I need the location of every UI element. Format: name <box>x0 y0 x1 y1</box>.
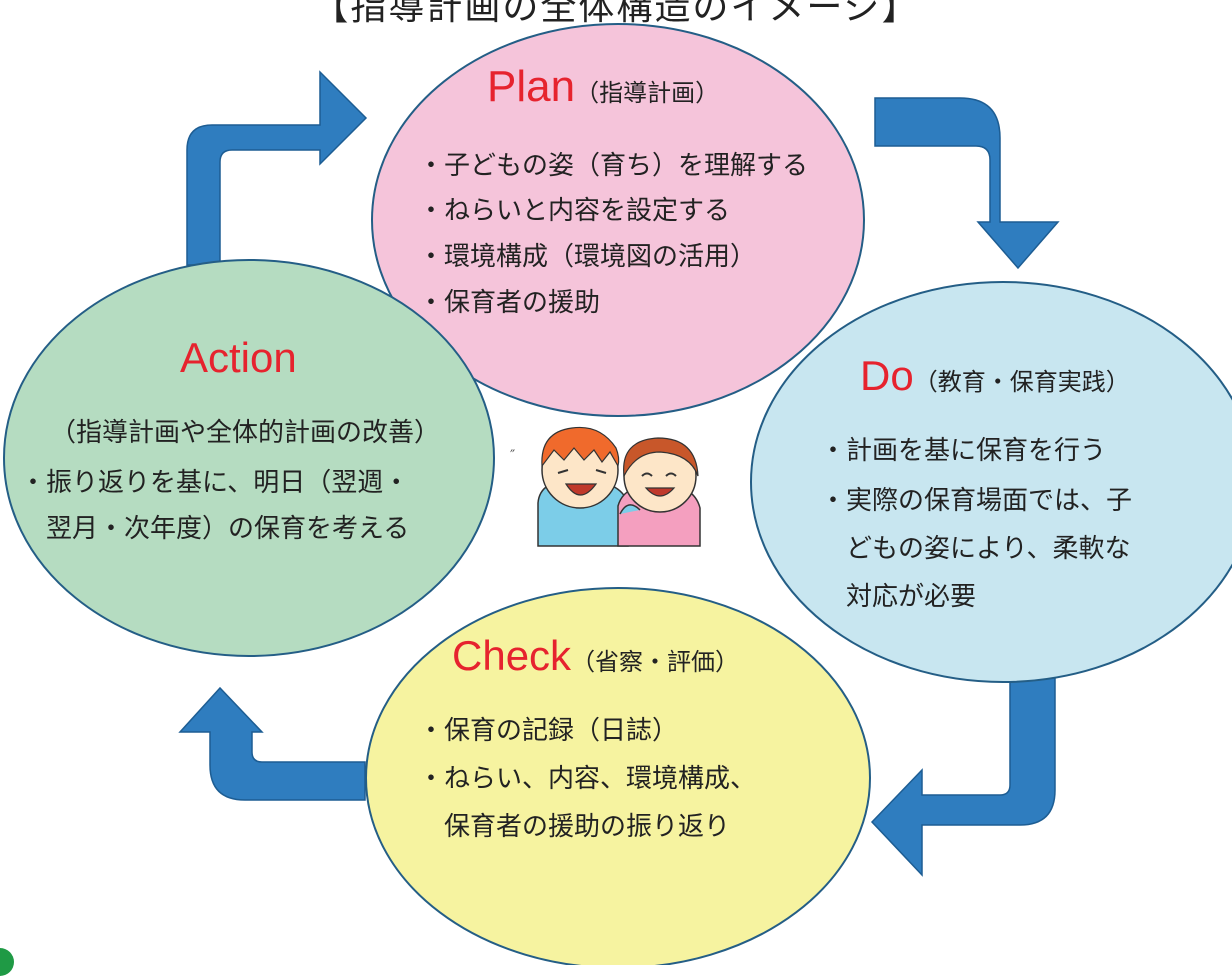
arrow-plan-to-do <box>874 97 1060 270</box>
do-item: 対応が必要 <box>820 582 977 612</box>
action-title: Action <box>180 334 297 382</box>
do-item: ・実際の保育場面では、子 <box>820 486 1133 516</box>
plan-item: ・環境構成（環境図の活用） <box>418 242 757 272</box>
plan-heading: Plan <box>487 62 576 111</box>
plan-ellipse <box>371 23 865 417</box>
check-item: ・保育の記録（日誌） <box>418 716 679 746</box>
plan-item: ・ねらいと内容を設定する <box>418 196 731 226</box>
plan-item: ・子どもの姿（育ち）を理解する <box>418 151 809 181</box>
page-title: 【指導計画の全体構造のイメージ】 <box>312 0 920 28</box>
do-title: Do（教育・保育実践） <box>860 352 1130 400</box>
do-ellipse <box>750 281 1232 683</box>
arrows <box>178 70 1060 877</box>
arrow-do-to-check <box>870 654 1056 877</box>
plan-title: Plan（指導計画） <box>487 62 719 112</box>
check-subheading: （省察・評価） <box>571 648 740 676</box>
children-illustration: ″ <box>510 426 701 547</box>
action-subheading: （指導計画や全体的計画の改善） <box>50 418 441 448</box>
svg-text:″: ″ <box>510 448 515 464</box>
do-subheading: （教育・保育実践） <box>913 368 1130 396</box>
do-item: ・計画を基に保育を行う <box>820 436 1107 466</box>
action-item: ・振り返りを基に、明日（翌週・ <box>20 468 410 498</box>
arrow-action-to-plan <box>186 70 368 266</box>
check-heading: Check <box>452 632 572 679</box>
action-heading: Action <box>180 334 297 381</box>
check-item: 保育者の援助の振り返り <box>418 812 731 842</box>
action-item: 翌月・次年度）の保育を考える <box>20 514 410 544</box>
arrow-check-to-action <box>178 686 366 801</box>
do-item: どもの姿により、柔軟な <box>820 534 1131 564</box>
plan-subheading: （指導計画） <box>575 79 720 107</box>
do-heading: Do <box>860 352 914 399</box>
check-item: ・ねらい、内容、環境構成、 <box>418 764 757 794</box>
check-title: Check（省察・評価） <box>452 632 739 680</box>
check-ellipse <box>365 587 871 965</box>
plan-item: ・保育者の援助 <box>418 288 601 318</box>
action-ellipse <box>3 259 495 657</box>
